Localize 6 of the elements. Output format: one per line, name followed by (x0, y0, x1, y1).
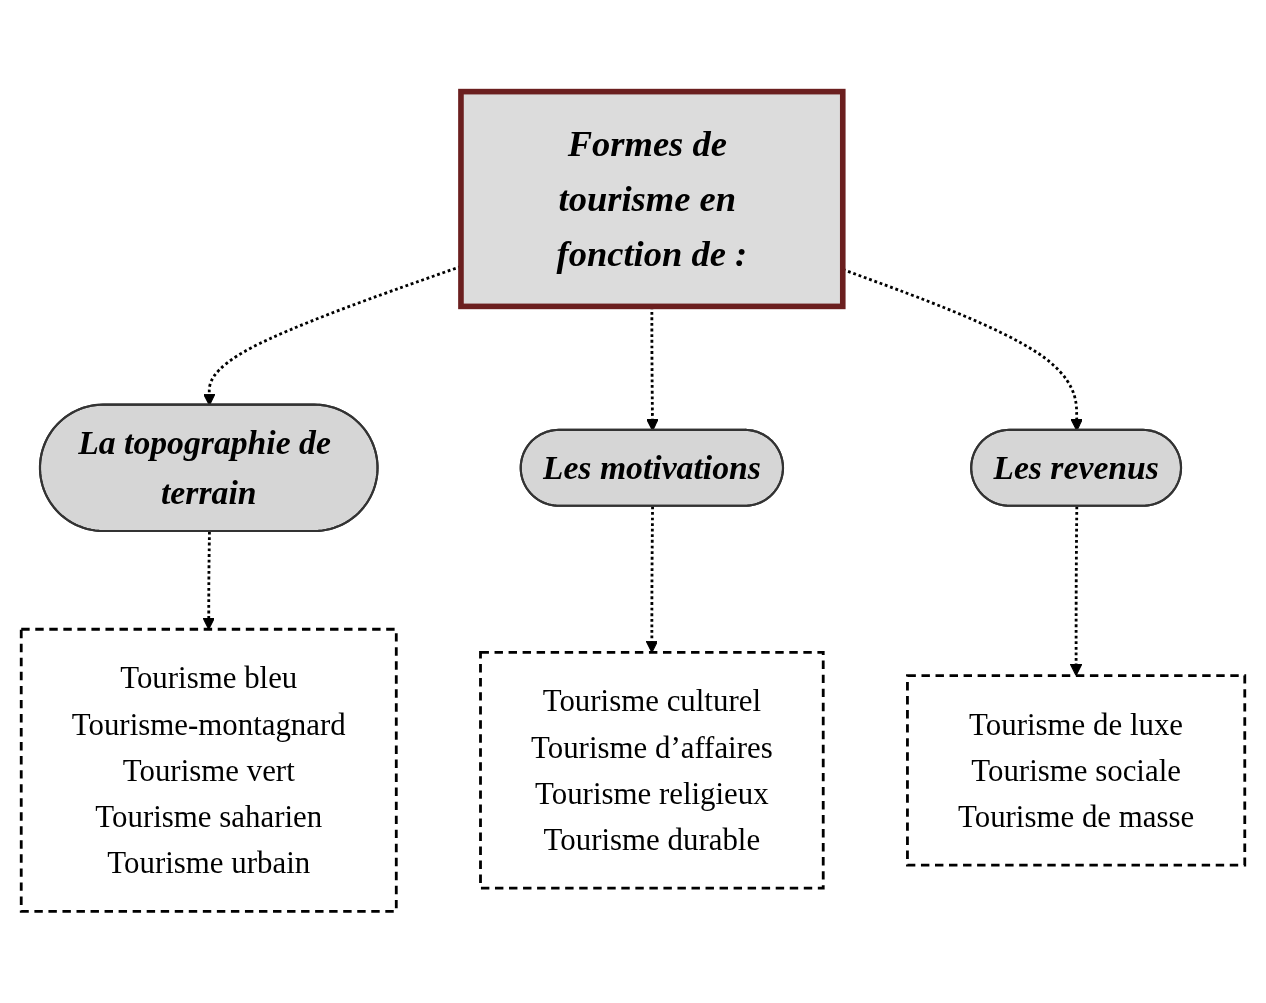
node-box: Tourisme bleu Tourisme-montagnard Tourisme vert Tourisme saharien Tourisme urbain (19, 627, 398, 913)
node-box: Tourisme culturel Tourisme d’affaires Tourisme religieux Tourisme durable (479, 651, 825, 890)
arrow (645, 506, 659, 653)
node-box: Formes de tourisme en fonction de : (458, 88, 846, 310)
node-box: Tourisme de luxe Tourisme sociale Tourisme de masse (906, 674, 1247, 867)
arrow (202, 531, 215, 630)
